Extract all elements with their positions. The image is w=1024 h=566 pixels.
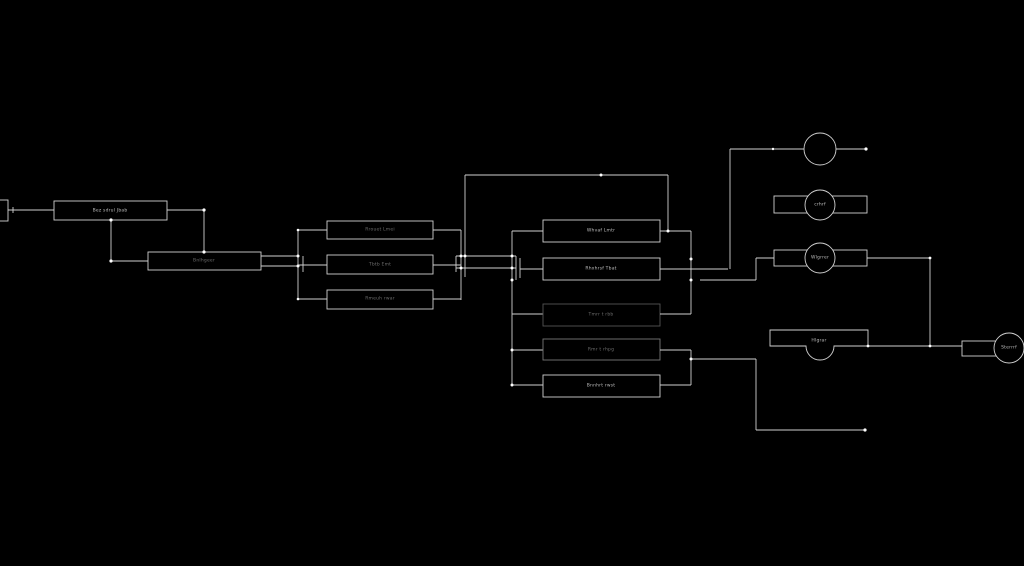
node-label: Sterrrf	[1001, 345, 1017, 351]
node-label: Tmrr t rbb	[588, 312, 614, 318]
node-label: Tbtb Emt	[368, 262, 392, 268]
node-n9[interactable]	[542, 338, 661, 361]
node-n0[interactable]	[0, 199, 9, 222]
node-label: Rhxhrsf Tbat	[585, 266, 617, 272]
node-n4[interactable]	[326, 254, 434, 275]
node-label: Rmeuh rwar	[365, 296, 395, 302]
node-n15[interactable]	[961, 340, 997, 357]
node-label: Hlgrar	[811, 338, 827, 344]
node-label: Whvaf Lmtr	[586, 228, 616, 234]
node-label: Rmr t rhpg	[587, 347, 615, 353]
node-label: Rrouet Lmei	[365, 227, 395, 233]
node-n5[interactable]	[326, 289, 434, 310]
node-n10[interactable]	[542, 374, 661, 398]
node-n14[interactable]	[769, 329, 869, 361]
node-label: Wlgrrer	[810, 255, 830, 261]
node-label: Bnlhgeer	[193, 258, 215, 264]
node-label: Bnnhrt rwst	[586, 383, 616, 389]
node-n8[interactable]	[542, 303, 661, 327]
node-label: Bez sdrul Jbab	[92, 208, 128, 214]
node-n11[interactable]	[803, 132, 837, 166]
node-label: crhrf	[814, 202, 826, 208]
